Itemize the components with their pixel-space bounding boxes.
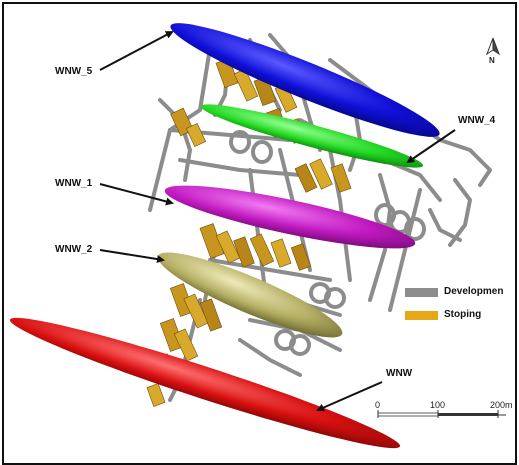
scale-bar — [377, 410, 506, 418]
scale-tick-0: 0 — [375, 400, 381, 410]
legend-swatch-stoping — [405, 311, 438, 320]
fault-wnw5-surface — [170, 23, 440, 137]
label-wnw5: WNW_5 — [55, 66, 93, 77]
development-ramps — [229, 130, 426, 356]
label-wnw: WNW — [386, 368, 413, 379]
label-wnw2: WNW_2 — [55, 244, 93, 255]
fault-wnw-surface — [9, 317, 401, 449]
arrow-wnw4 — [406, 129, 456, 164]
stoping-blocks — [146, 58, 352, 407]
north-letter: N — [489, 56, 495, 65]
arrow-wnw — [316, 381, 383, 412]
callout-arrows — [99, 31, 456, 412]
fault-wnw4-surface — [200, 104, 424, 168]
arrow-wnw2 — [99, 249, 165, 264]
arrow-wnw5 — [99, 31, 174, 71]
north-arrow-icon — [485, 37, 501, 56]
scale-tick-100: 100 — [430, 400, 446, 410]
legend-label-stoping: Stoping — [444, 309, 482, 320]
arrow-wnw1 — [99, 183, 174, 206]
label-wnw1: WNW_1 — [55, 178, 93, 189]
scale-tick-200m: 200m — [490, 400, 512, 410]
fault-wnw1-surface — [164, 185, 416, 249]
legend-swatch-development — [405, 288, 438, 297]
fault-wnw2-surface — [157, 252, 343, 338]
legend-label-development: Developmen — [444, 286, 504, 297]
label-wnw4: WNW_4 — [458, 115, 496, 126]
